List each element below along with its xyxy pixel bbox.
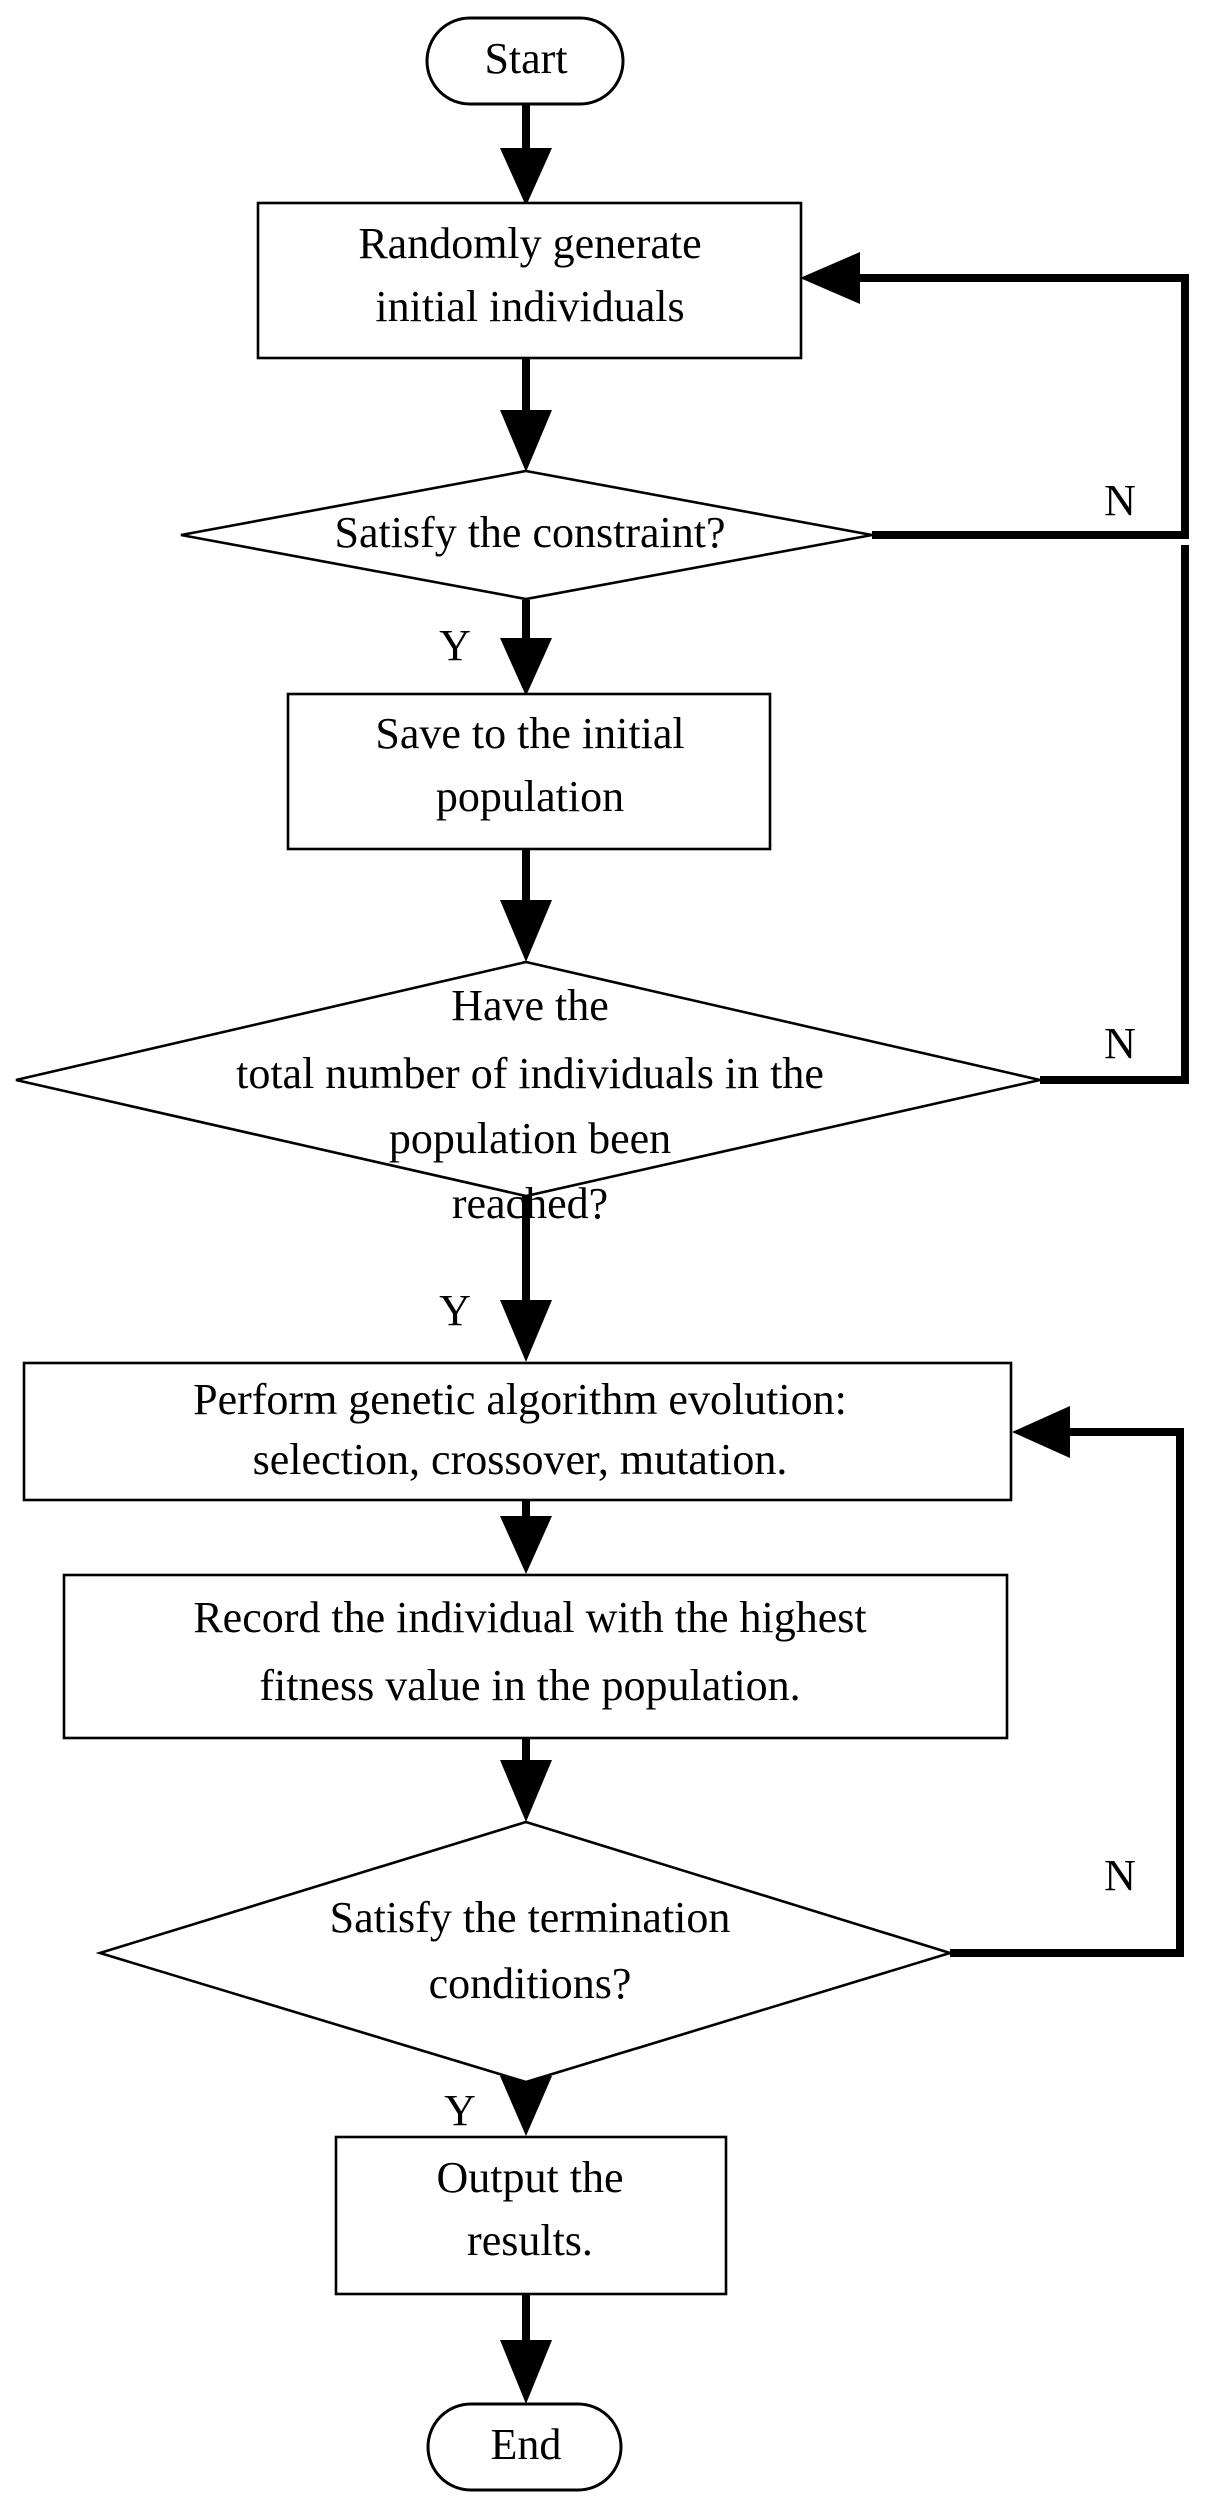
save-label-line1: Save to the initial bbox=[375, 709, 684, 758]
node-termination[interactable]: Satisfy the termination conditions? bbox=[95, 1820, 955, 2084]
node-record[interactable]: Record the individual with the highest f… bbox=[62, 1573, 1009, 1740]
popcount-decision-shape bbox=[15, 960, 1041, 1198]
evolve-label-line1: Perform genetic algorithm evolution: bbox=[193, 1375, 847, 1424]
popcount-label-line1: Have the bbox=[451, 981, 609, 1030]
node-save[interactable]: Save to the initial population bbox=[286, 692, 772, 851]
output-label-line2: results. bbox=[467, 2216, 593, 2265]
node-constraint[interactable]: Satisfy the constraint? bbox=[180, 469, 873, 601]
record-label-line2: fitness value in the population. bbox=[259, 1661, 800, 1710]
popcount-label-line2: total number of individuals in the bbox=[236, 1049, 824, 1098]
record-label-line1: Record the individual with the highest bbox=[193, 1593, 866, 1642]
branch-label-constraint-yes: Y bbox=[439, 621, 471, 670]
node-end[interactable]: End bbox=[426, 2402, 623, 2492]
branch-label-popcount-yes: Y bbox=[439, 1286, 471, 1335]
edge-output-to-end bbox=[500, 2294, 552, 2404]
end-terminator-shape bbox=[426, 2402, 623, 2492]
save-label-line2: population bbox=[436, 772, 624, 821]
termination-label-line2: conditions? bbox=[429, 1959, 632, 2008]
edge-popcount-no-loopback bbox=[1040, 545, 1189, 1084]
termination-label-line1: Satisfy the termination bbox=[330, 1893, 731, 1942]
edge-save-to-popcount bbox=[500, 846, 552, 962]
record-process-shape bbox=[62, 1573, 1009, 1740]
branch-label-popcount-no: N bbox=[1104, 1019, 1136, 1068]
branch-label-termination-yes: Y bbox=[444, 2086, 476, 2135]
start-label: Start bbox=[484, 34, 567, 83]
constraint-decision-shape bbox=[180, 469, 873, 601]
evolve-label-line2: selection, crossover, mutation. bbox=[253, 1435, 788, 1484]
generate-label-line2: initial individuals bbox=[375, 282, 684, 331]
save-process-shape bbox=[286, 692, 772, 851]
popcount-label-line4: reached? bbox=[452, 1179, 608, 1228]
node-popcount[interactable]: Have the total number of individuals in … bbox=[15, 960, 1041, 1228]
edge-termination-no-loopback bbox=[950, 1406, 1184, 1957]
branch-label-constraint-no: N bbox=[1104, 476, 1136, 525]
edge-termination-yes-to-output bbox=[500, 2076, 552, 2136]
popcount-label-line3: population been bbox=[389, 1114, 671, 1163]
generate-process-shape bbox=[256, 201, 803, 360]
evolve-process-shape bbox=[22, 1361, 1013, 1502]
termination-decision-shape bbox=[95, 1820, 955, 2084]
branch-label-termination-no: N bbox=[1104, 1851, 1136, 1900]
edge-constraint-no-loopback bbox=[800, 252, 1189, 539]
edge-evolve-to-record bbox=[500, 1498, 552, 1574]
edge-start-to-generate bbox=[500, 104, 552, 206]
output-process-shape bbox=[334, 2135, 728, 2296]
edge-record-to-termination bbox=[500, 1738, 552, 1822]
node-evolve[interactable]: Perform genetic algorithm evolution: sel… bbox=[22, 1361, 1013, 1502]
edge-popcount-yes-to-evolve bbox=[500, 1192, 552, 1362]
node-generate[interactable]: Randomly generate initial individuals bbox=[256, 201, 803, 360]
edge-constraint-yes-to-save bbox=[500, 600, 552, 696]
constraint-label-line1: Satisfy the constraint? bbox=[334, 508, 725, 557]
edge-generate-to-constraint bbox=[500, 356, 552, 472]
node-output[interactable]: Output the results. bbox=[334, 2135, 728, 2296]
output-label-line1: Output the bbox=[437, 2153, 624, 2202]
node-start[interactable]: Start bbox=[425, 16, 625, 106]
start-terminator-shape bbox=[425, 16, 625, 106]
end-label: End bbox=[491, 2420, 562, 2469]
generate-label-line1: Randomly generate bbox=[358, 219, 701, 268]
